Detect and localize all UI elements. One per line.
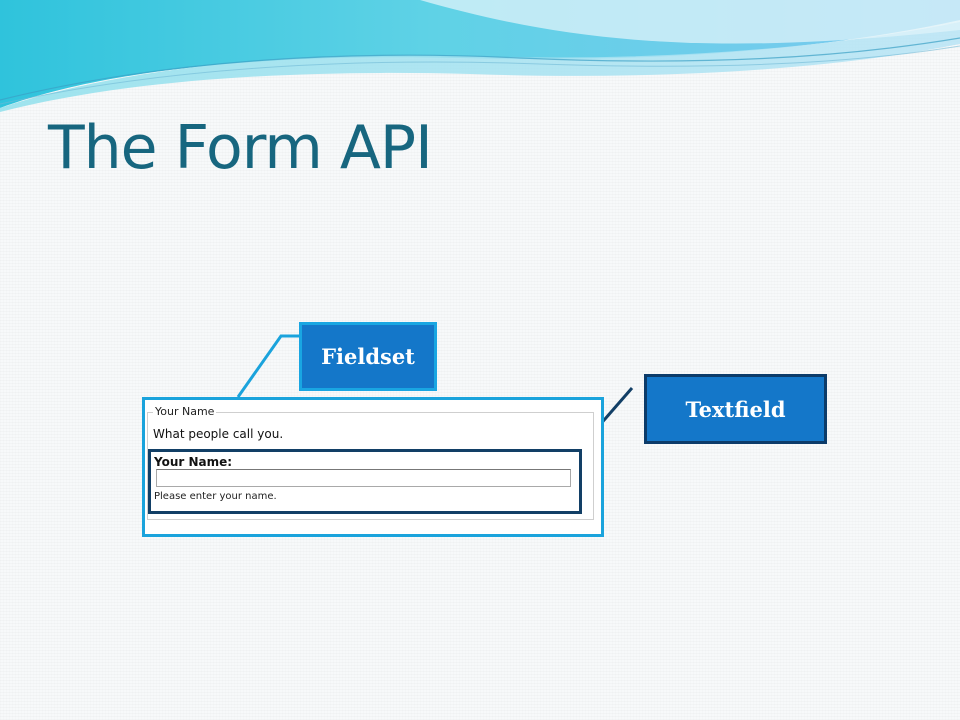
- fieldset-description: What people call you.: [153, 427, 284, 441]
- textfield-highlight-frame: Your Name: Please enter your name.: [148, 449, 582, 514]
- name-field-label: Your Name:: [154, 455, 233, 469]
- fieldset-legend: Your Name: [153, 405, 217, 418]
- fieldset-callout: Fieldset: [299, 322, 437, 391]
- fieldset-callout-label: Fieldset: [321, 344, 415, 369]
- textfield-callout: Textfield: [644, 374, 827, 444]
- textfield-callout-label: Textfield: [685, 396, 786, 422]
- decorative-wave-banner: [0, 0, 960, 112]
- slide-title: The Form API: [48, 113, 433, 183]
- name-field-help: Please enter your name.: [154, 491, 277, 502]
- name-input[interactable]: [156, 469, 571, 487]
